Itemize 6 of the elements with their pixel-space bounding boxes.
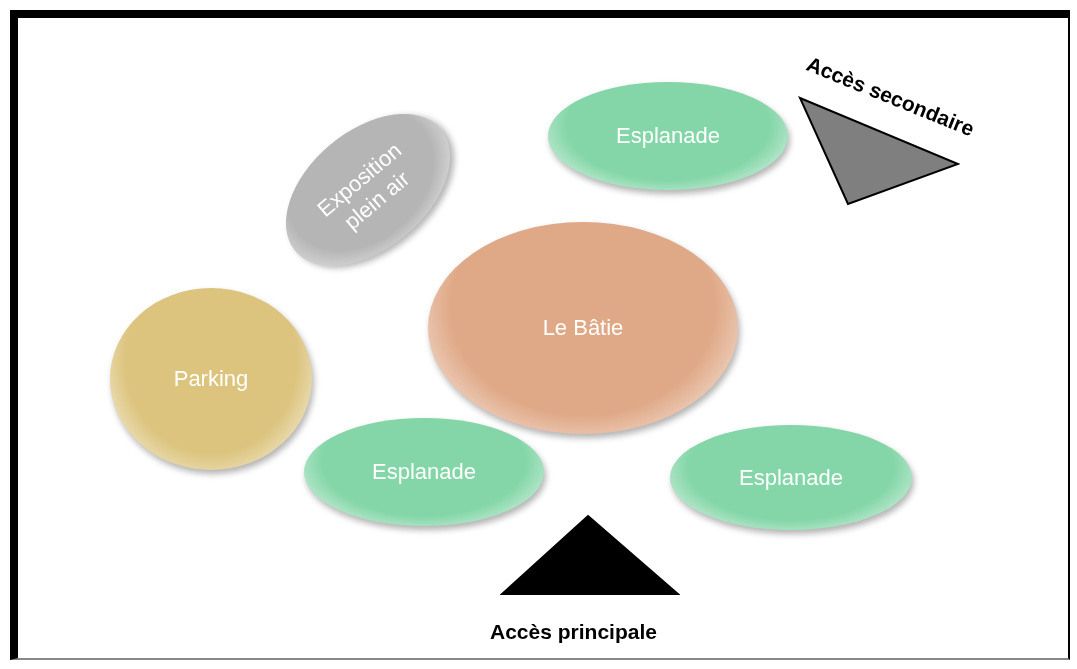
zone-label: Esplanade: [616, 122, 720, 150]
zone-label: Esplanade: [739, 463, 843, 492]
access-label: Accès principale: [490, 620, 657, 644]
zone-label: Parking: [173, 365, 249, 393]
zone-label: Esplanade: [372, 458, 476, 486]
zone-label: Le Bâtie: [542, 314, 624, 342]
